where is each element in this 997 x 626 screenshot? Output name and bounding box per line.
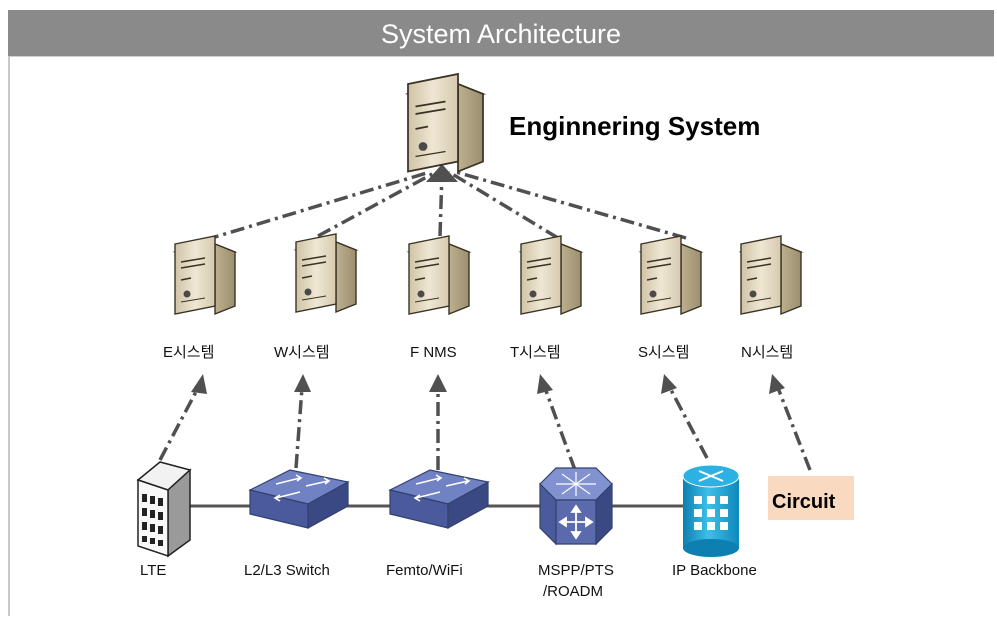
connector-w: [317, 170, 437, 238]
server-f-icon: [408, 235, 470, 315]
network-switch-icon: [388, 469, 490, 530]
server-connectors: [204, 164, 687, 242]
title-bar: System Architecture: [8, 10, 994, 56]
device-switch-label: L2/L3 Switch: [244, 562, 330, 579]
connector-ip: [668, 387, 709, 459]
arrowhead-top: [426, 164, 458, 182]
server-e-icon: [174, 235, 236, 315]
server-t-icon: [520, 235, 582, 315]
device-mspp-label-line1: MSPP/PTS: [538, 562, 614, 579]
connector-lte: [158, 387, 200, 461]
router-cylinder-icon: [682, 464, 740, 557]
lte-base-station-icon: [136, 461, 192, 558]
server-t-label: T시스템: [510, 344, 561, 361]
connector-e: [204, 170, 431, 242]
server-n-label: N시스템: [741, 344, 793, 361]
device-ip-label: IP Backbone: [672, 562, 757, 579]
connector-f: [438, 171, 444, 237]
device-femto-label: Femto/WiFi: [386, 562, 463, 579]
connector-mspp: [543, 387, 577, 471]
server-w-label: W시스템: [274, 344, 330, 361]
top-server-icon: [407, 73, 484, 173]
optical-multiplexer-icon: [539, 467, 613, 546]
server-e-label: E시스템: [163, 344, 214, 361]
connector-switch: [294, 387, 304, 469]
frame-left-line: [8, 56, 10, 616]
connector-s: [455, 170, 687, 240]
top-server-label: Enginnering System: [509, 111, 760, 141]
device-lte-label: LTE: [140, 562, 166, 579]
connector-t: [448, 170, 559, 240]
server-s-label: S시스템: [638, 344, 689, 361]
device-mspp-label-line2: /ROADM: [543, 583, 603, 600]
server-f-label: F NMS: [410, 344, 457, 361]
device-connectors: [158, 374, 812, 471]
page-title: System Architecture: [380, 19, 622, 49]
circuit-box: [768, 476, 854, 520]
network-switch-icon: [248, 469, 350, 530]
frame-top-line: [8, 56, 994, 57]
server-w-icon: [295, 233, 357, 313]
circuit-label: Circuit: [772, 491, 836, 513]
server-s-icon: [640, 235, 702, 315]
server-n-icon: [740, 235, 802, 315]
connector-circuit: [776, 387, 812, 471]
